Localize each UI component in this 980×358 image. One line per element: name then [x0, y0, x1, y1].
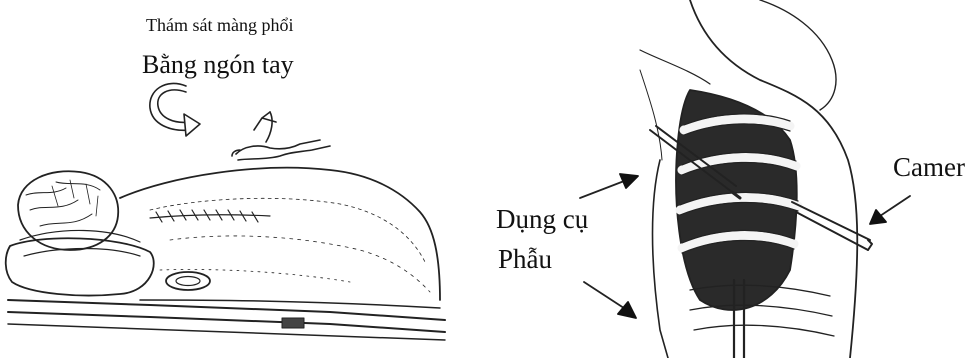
instrument-label-line1: Dụng cụ [496, 206, 588, 233]
instrument-label-line2: Phẫu [498, 246, 552, 273]
left-figure-patient-on-table [6, 83, 445, 340]
spine-stitches [150, 210, 270, 222]
chest-drain [166, 272, 210, 290]
patient-body [120, 168, 440, 308]
pillow [6, 238, 154, 295]
camera-scope [792, 202, 872, 250]
surgeon-hand [232, 112, 330, 160]
rotation-arrow-icon [150, 83, 200, 136]
caption-large: Bằng ngón tay [142, 52, 294, 78]
arrow-to-instrument-upper [580, 174, 638, 198]
arrow-to-instrument-lower [584, 282, 636, 318]
arrow-to-camera [870, 196, 910, 224]
operating-table [8, 300, 445, 340]
camera-label: Camer [893, 154, 965, 181]
caption-small: Thám sát màng phổi [146, 16, 293, 34]
right-figure-thoracoscopy [580, 0, 910, 358]
